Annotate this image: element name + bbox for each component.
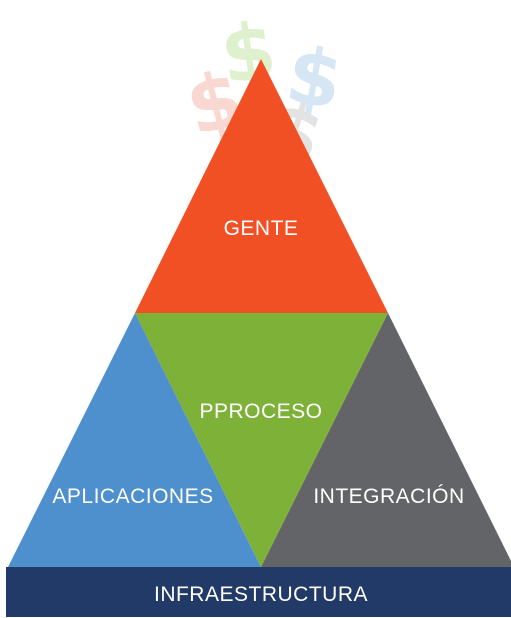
gente-label: GENTE bbox=[224, 217, 299, 240]
infraestructura-bar bbox=[6, 567, 511, 617]
aplicaciones-label: APLICACIONES bbox=[52, 485, 213, 508]
proceso-triangle bbox=[135, 313, 388, 567]
gente-triangle bbox=[135, 59, 388, 313]
integracion-label: INTEGRACIÓN bbox=[313, 485, 464, 508]
proceso-label: PPROCESO bbox=[199, 400, 322, 423]
aplicaciones-triangle bbox=[8, 313, 261, 567]
infraestructura-label: INFRAESTRUCTURA bbox=[154, 583, 368, 606]
integracion-triangle bbox=[261, 313, 511, 567]
